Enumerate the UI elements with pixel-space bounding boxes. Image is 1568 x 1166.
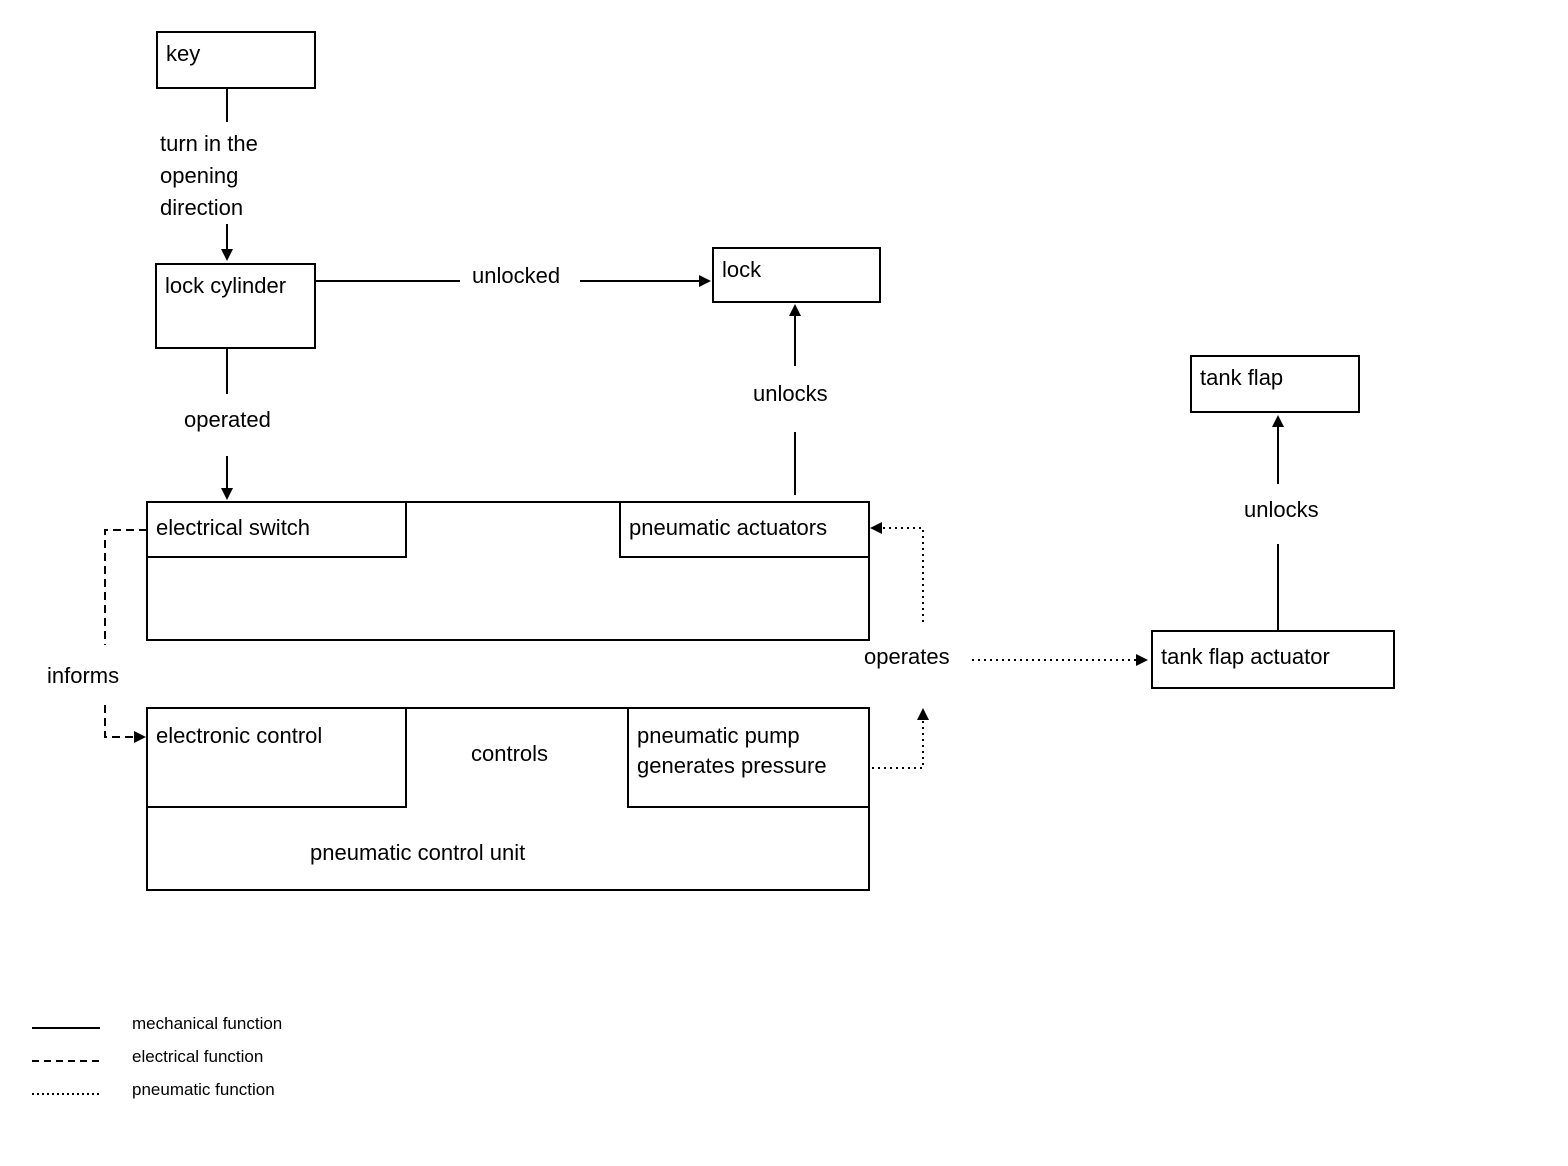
edge-label-informs: informs — [47, 660, 120, 692]
edge-switch-control-top — [104, 529, 147, 645]
node-lock-cylinder: lock cylinder — [155, 263, 316, 349]
node-lock: lock — [712, 247, 881, 303]
edge-label-unlocked: unlocked — [472, 260, 561, 292]
node-key: key — [156, 31, 316, 89]
edge-label-controls: controls — [471, 738, 549, 770]
node-pneumatic-pump: pneumatic pump generates pressure — [627, 707, 870, 808]
node-electrical-switch: electrical switch — [146, 501, 407, 558]
legend-mechanical-label: mechanical function — [132, 1014, 283, 1033]
edge-switch-control-arrow — [104, 705, 146, 743]
edge-label-operated: operated — [184, 404, 271, 436]
legend-pneumatic-label: pneumatic function — [132, 1080, 275, 1099]
edge-label-unlocks-lock: unlocks — [753, 378, 828, 410]
node-electronic-control: electronic control — [146, 707, 407, 808]
edge-operates-actuators — [870, 522, 924, 622]
edge-label-turn: turn in the opening direction — [160, 128, 258, 224]
node-tank-flap: tank flap — [1190, 355, 1360, 413]
node-pneumatic-control-unit: pneumatic control unit — [310, 840, 526, 865]
node-tank-flap-actuator: tank flap actuator — [1151, 630, 1395, 689]
edge-label-operates: operates — [864, 641, 950, 673]
legend-electrical-label: electrical function — [132, 1047, 264, 1066]
edge-label-unlocks-flap: unlocks — [1244, 494, 1319, 526]
node-pneumatic-actuators: pneumatic actuators — [619, 501, 870, 558]
edge-pump-operates — [872, 708, 929, 769]
